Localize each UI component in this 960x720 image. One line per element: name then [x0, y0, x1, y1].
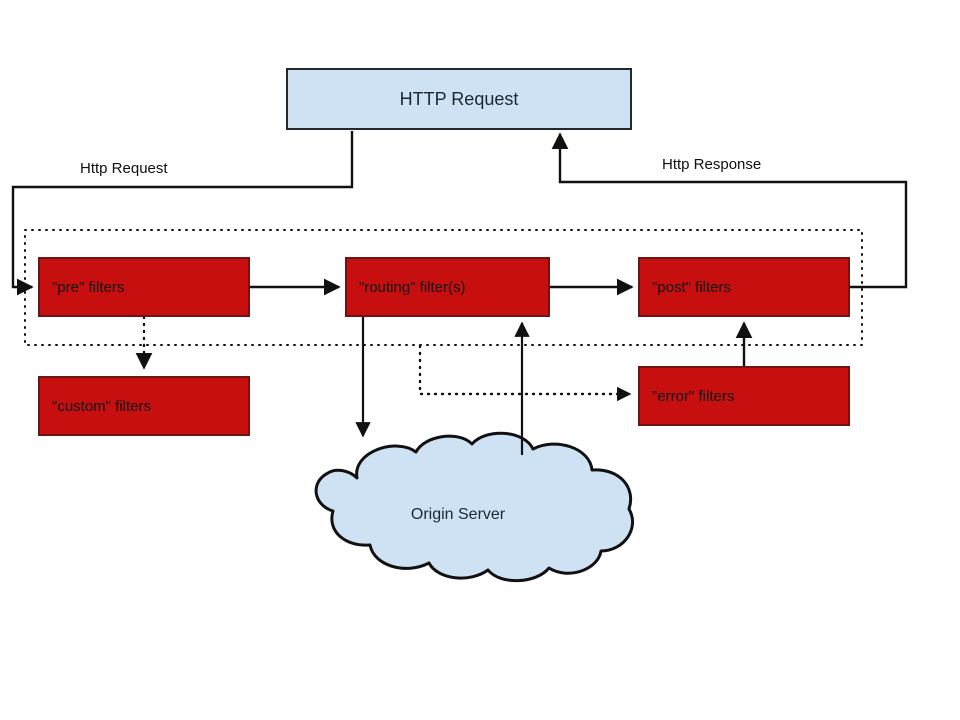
node-http-request[interactable]: HTTP Request — [286, 68, 632, 130]
edge-label-http-response: Http Response — [662, 156, 762, 173]
node-post-filters[interactable]: "post" filters — [638, 257, 850, 317]
node-custom-filters-label: "custom" filters — [52, 397, 152, 415]
node-origin-server-label: Origin Server — [410, 506, 506, 523]
node-pre-filters[interactable]: "pre" filters — [38, 257, 250, 317]
node-routing-filters-label: "routing" filter(s) — [359, 278, 466, 296]
node-http-request-label: HTTP Request — [399, 88, 519, 109]
edge-label-http-request: Http Request — [80, 160, 168, 177]
node-pre-filters-label: "pre" filters — [52, 278, 125, 296]
node-error-filters-label: "error" filters — [652, 387, 735, 405]
origin-server-cloud — [314, 431, 635, 583]
node-custom-filters[interactable]: "custom" filters — [38, 376, 250, 436]
edge-zone-to-error — [418, 344, 632, 402]
edge-http-request-to-pre — [11, 131, 354, 296]
node-post-filters-label: "post" filters — [652, 278, 732, 296]
edge-post-to-http-response — [551, 132, 908, 289]
node-routing-filters[interactable]: "routing" filter(s) — [345, 257, 550, 317]
node-error-filters[interactable]: "error" filters — [638, 366, 850, 426]
